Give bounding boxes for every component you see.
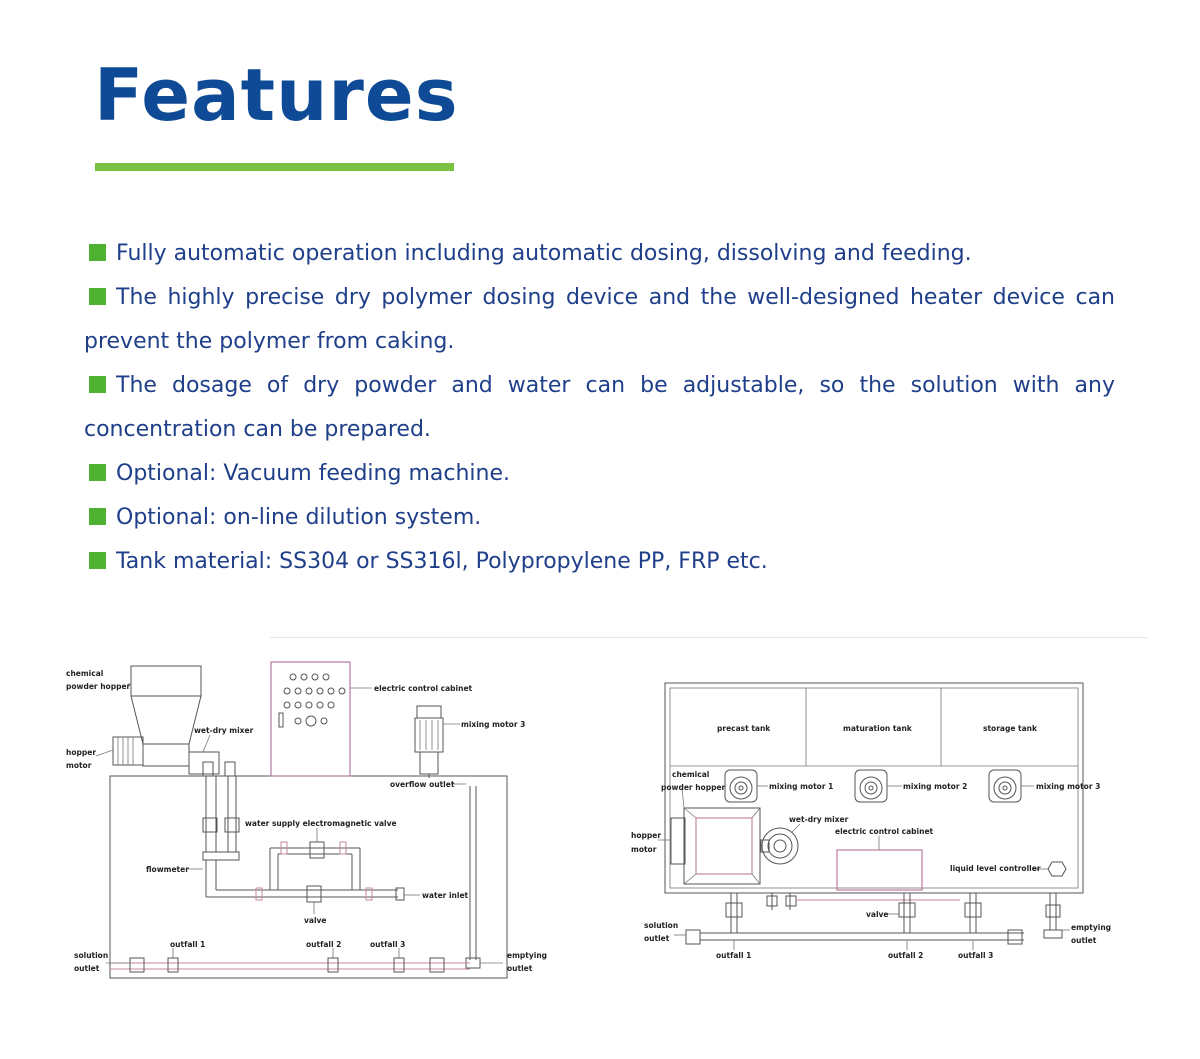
feature-list: Fully automatic operation including auto… (84, 232, 1115, 584)
feature-item: The dosage of dry powder and water can b… (84, 364, 1115, 452)
label-wet-dry-mixer: wet-dry mixer (789, 815, 849, 824)
feature-text: Optional: Vacuum feeding machine. (116, 461, 510, 486)
mixing-motor (414, 705, 444, 778)
label-motor: motor (66, 761, 92, 770)
label-emptying: emptying (507, 951, 547, 960)
label-motor: motor (631, 845, 657, 854)
square-bullet-icon (89, 288, 106, 305)
label-outfall-2: outfall 2 (888, 951, 923, 960)
feature-text: Optional: on-line dilution system. (116, 505, 482, 530)
label-outfall-3: outfall 3 (370, 940, 405, 949)
label-outfall-2: outfall 2 (306, 940, 341, 949)
hopper-motor (670, 817, 686, 865)
label-water-supply-valve: water supply electromagnetic valve (245, 819, 397, 828)
label-outfall-3: outfall 3 (958, 951, 993, 960)
label-electric-control-cabinet: electric control cabinet (374, 684, 473, 693)
feature-text: Fully automatic operation including auto… (116, 241, 972, 266)
label-valve: valve (304, 916, 327, 925)
wet-dry-mixer (188, 751, 236, 777)
label-solution: solution (74, 951, 108, 960)
wet-dry-mixer (760, 827, 799, 865)
square-bullet-icon (89, 508, 106, 525)
square-bullet-icon (89, 376, 106, 393)
feature-text: The dosage of dry powder and water can b… (84, 373, 1115, 442)
electric-control-cabinet (270, 661, 351, 777)
square-bullet-icon (89, 244, 106, 261)
section-divider (270, 637, 1147, 638)
hopper-motor (112, 736, 144, 766)
label-mixing-motor-2: mixing motor 2 (903, 782, 967, 791)
feature-item: The highly precise dry polymer dosing de… (84, 276, 1115, 364)
square-bullet-icon (89, 552, 106, 569)
label-water-inlet: water inlet (422, 891, 469, 900)
label-solution-outlet: outlet (74, 964, 100, 973)
square-bullet-icon (89, 464, 106, 481)
label-outfall-1: outfall 1 (170, 940, 205, 949)
label-mixing-motor-3: mixing motor 3 (461, 720, 525, 729)
chemical-powder-hopper (683, 807, 761, 885)
feature-text: Tank material: SS304 or SS316l, Polyprop… (116, 549, 768, 574)
label-mixing-motor-1: mixing motor 1 (769, 782, 833, 791)
label-electric-control-cabinet: electric control cabinet (835, 827, 934, 836)
label-solution-outlet: outlet (644, 934, 670, 943)
title-underline (95, 163, 454, 171)
label-powder-hopper: powder hopper (661, 783, 726, 792)
label-mixing-motor-3: mixing motor 3 (1036, 782, 1100, 791)
label-chemical: chemical (672, 770, 709, 779)
feature-item: Optional: Vacuum feeding machine. (84, 452, 1115, 496)
label-wet-dry-mixer: wet-dry mixer (194, 726, 254, 735)
feature-item: Fully automatic operation including auto… (84, 232, 1115, 276)
mixing-motor-2 (854, 769, 888, 803)
electric-control-cabinet (836, 849, 923, 891)
label-hopper: hopper (66, 748, 96, 757)
label-precast-tank: precast tank (717, 724, 771, 733)
label-emptying-outlet: outlet (507, 964, 533, 973)
label-emptying-outlet: outlet (1071, 936, 1097, 945)
label-storage-tank: storage tank (983, 724, 1038, 733)
tank-outline (664, 682, 1084, 894)
label-emptying: emptying (1071, 923, 1111, 932)
label-overflow-outlet: overflow outlet (390, 780, 455, 789)
feature-item: Optional: on-line dilution system. (84, 496, 1115, 540)
label-solution: solution (644, 921, 678, 930)
label-valve: valve (866, 910, 889, 919)
label-hopper: hopper (631, 831, 661, 840)
label-flowmeter: flowmeter (146, 865, 189, 874)
feature-item: Tank material: SS304 or SS316l, Polyprop… (84, 540, 1115, 584)
label-outfall-1: outfall 1 (716, 951, 751, 960)
label-maturation-tank: maturation tank (843, 724, 913, 733)
label-chemical: chemical (66, 669, 103, 678)
liquid-level-controller (1047, 861, 1067, 877)
label-liquid-level-controller: liquid level controller (950, 864, 1041, 873)
mixing-motor-3 (988, 769, 1022, 803)
label-powder-hopper: powder hopper (66, 682, 131, 691)
mixing-motor-1 (724, 769, 758, 803)
page-title: Features (94, 53, 459, 137)
feature-text: The highly precise dry polymer dosing de… (84, 285, 1115, 354)
